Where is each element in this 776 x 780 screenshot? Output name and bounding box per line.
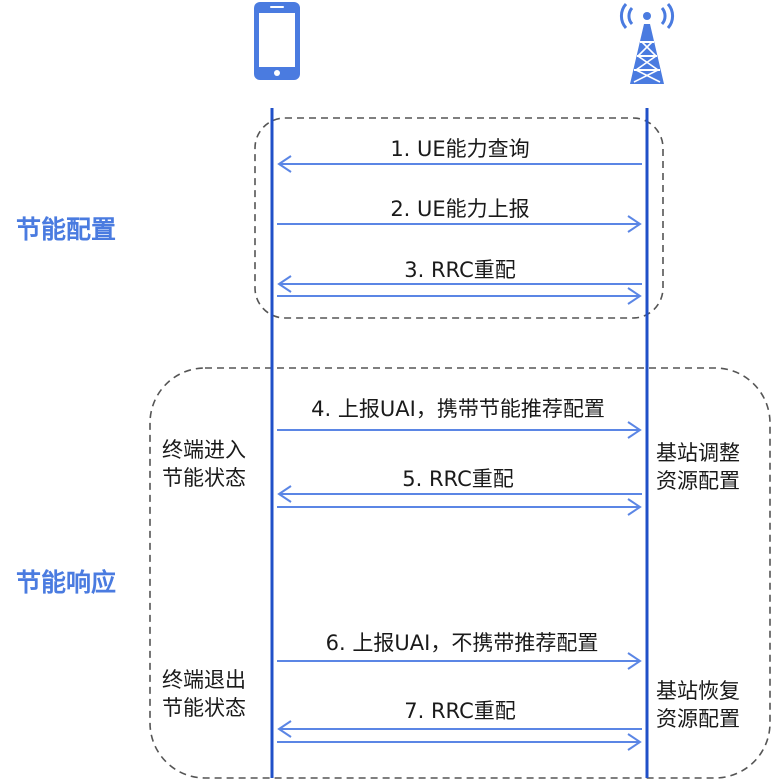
ue-exit-note-line-1: 终端退出 [162,668,246,692]
phone-icon [254,2,300,80]
ue-exit-note: 终端退出 节能状态 [162,666,246,722]
message-1-label: 1. UE能力查询 [390,137,530,161]
message-2-label: 2. UE能力上报 [390,197,530,221]
message-7-label: 7. RRC重配 [404,699,516,723]
message-4-arrow [277,421,642,439]
bs-restore-note: 基站恢复 资源配置 [656,677,740,733]
bs-restore-note-line-1: 基站恢复 [656,679,740,703]
message-6-label: 6. 上报UAI，不携带推荐配置 [325,631,599,655]
message-5-label: 5. RRC重配 [402,467,514,491]
message-3-arrow [277,275,642,305]
message-6-arrow [277,652,642,670]
bs-restore-note-line-2: 资源配置 [656,707,740,731]
section-label-config: 节能配置 [16,215,117,244]
message-2-arrow [277,215,642,233]
section-label-response: 节能响应 [16,568,117,597]
bs-adjust-note-line-1: 基站调整 [656,441,740,465]
ue-exit-note-line-2: 节能状态 [162,696,246,720]
message-3-label: 3. RRC重配 [404,258,516,282]
ue-enter-note-line-1: 终端进入 [162,438,246,462]
message-5-arrow [277,485,642,516]
bs-adjust-note: 基站调整 资源配置 [656,439,740,495]
ue-enter-note: 终端进入 节能状态 [162,436,246,492]
ue-enter-note-line-2: 节能状态 [162,466,246,490]
config-group-box [254,117,664,319]
cell-tower-icon [619,3,675,84]
bs-adjust-note-line-2: 资源配置 [656,469,740,493]
message-4-label: 4. 上报UAI，携带节能推荐配置 [311,397,605,421]
message-1-arrow [277,155,642,173]
message-7-arrow [277,720,642,751]
response-group-box [149,367,771,779]
